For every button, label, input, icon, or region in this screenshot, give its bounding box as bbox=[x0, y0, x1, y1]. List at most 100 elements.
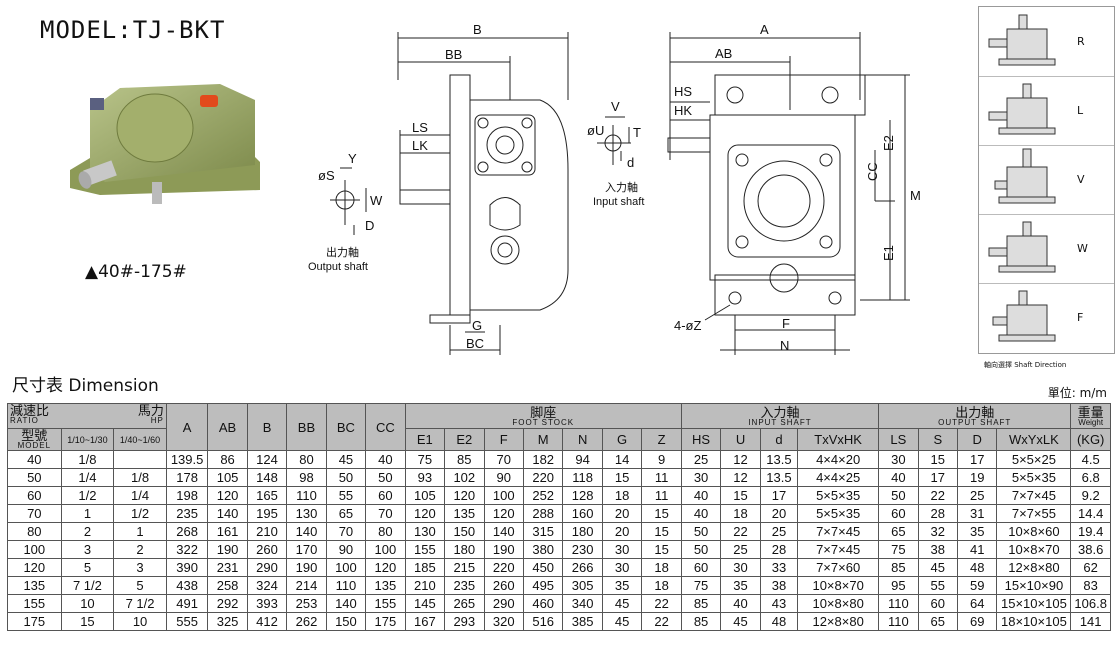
table-cell: 15 bbox=[601, 468, 643, 487]
table-cell: 320 bbox=[483, 612, 524, 631]
table-cell: 120 bbox=[404, 504, 446, 523]
table-cell: 50 bbox=[680, 522, 722, 541]
table-cell: 45 bbox=[720, 612, 761, 631]
table-cell: 10×8×70 bbox=[996, 540, 1072, 559]
table-cell: 15 bbox=[60, 612, 115, 631]
table-cell: 155 bbox=[404, 540, 446, 559]
table-cell: 214 bbox=[286, 576, 327, 595]
gearbox-icon bbox=[988, 83, 1056, 135]
table-cell: 555 bbox=[165, 612, 209, 631]
table-cell: 55 bbox=[917, 576, 959, 595]
table-cell: 33 bbox=[759, 558, 799, 577]
table-cell: 195 bbox=[246, 504, 288, 523]
table-cell: 2 bbox=[60, 522, 115, 541]
table-cell: 1/4 bbox=[60, 468, 115, 487]
table-cell: 100 bbox=[7, 540, 62, 559]
table-cell: 40 bbox=[365, 450, 406, 469]
table-cell: 40 bbox=[878, 468, 919, 487]
table-cell: 190 bbox=[483, 540, 524, 559]
table-cell: 161 bbox=[207, 522, 248, 541]
table-cell: 495 bbox=[522, 576, 564, 595]
table-cell: 141 bbox=[1070, 612, 1111, 631]
input-shaft-en: Input shaft bbox=[593, 196, 644, 208]
table-cell: 75 bbox=[680, 576, 722, 595]
table-cell: 64 bbox=[957, 594, 998, 613]
table-cell: 450 bbox=[522, 558, 564, 577]
table-cell: 15×10×105 bbox=[996, 594, 1072, 613]
table-cell: 45 bbox=[325, 450, 367, 469]
table-cell: 118 bbox=[562, 468, 603, 487]
dim-BC: BC bbox=[466, 336, 484, 351]
table-cell: 22 bbox=[917, 486, 959, 505]
hp-cn: 馬力 bbox=[137, 403, 164, 418]
table-cell: 220 bbox=[522, 468, 564, 487]
sub-HS: HS bbox=[680, 428, 722, 451]
table-cell: 262 bbox=[286, 612, 327, 631]
table-cell: 70 bbox=[325, 522, 367, 541]
output-shaft-en: Output shaft bbox=[308, 261, 368, 273]
dim-F: F bbox=[782, 316, 790, 331]
table-cell: 148 bbox=[246, 468, 288, 487]
gearbox-icon bbox=[992, 290, 1056, 342]
table-cell: 35 bbox=[720, 576, 761, 595]
gearbox-icon bbox=[988, 14, 1056, 66]
table-cell: 25 bbox=[680, 450, 722, 469]
dim-HS: HS bbox=[674, 84, 692, 99]
table-cell: 9 bbox=[641, 450, 682, 469]
direction-label: L bbox=[1077, 104, 1084, 117]
table-cell: 140 bbox=[483, 522, 524, 541]
table-cell: 7 1/2 bbox=[113, 594, 167, 613]
table-cell: 9.2 bbox=[1070, 486, 1111, 505]
table-cell: 69 bbox=[957, 612, 998, 631]
table-cell: 22 bbox=[641, 612, 682, 631]
table-cell: 167 bbox=[404, 612, 446, 631]
table-cell: 105 bbox=[207, 468, 248, 487]
table-cell: 178 bbox=[165, 468, 209, 487]
table-cell: 5×5×25 bbox=[996, 450, 1072, 469]
table-cell: 100 bbox=[365, 540, 406, 559]
sub-E2: E2 bbox=[444, 428, 485, 451]
table-cell: 10×8×80 bbox=[797, 594, 880, 613]
output-shaft-cn: 出力軸 bbox=[326, 245, 359, 259]
table-cell: 324 bbox=[246, 576, 288, 595]
table-cell: 4.5 bbox=[1070, 450, 1111, 469]
table-cell: 110 bbox=[878, 594, 919, 613]
table-cell: 290 bbox=[483, 594, 524, 613]
dim-CC: CC bbox=[865, 162, 880, 181]
dim-Y: Y bbox=[348, 151, 357, 166]
table-cell: 18 bbox=[641, 558, 682, 577]
ratio2-header: 1/40~1/60 bbox=[113, 428, 167, 451]
table-cell: 135 bbox=[444, 504, 485, 523]
table-cell: 128 bbox=[562, 486, 603, 505]
table-cell: 135 bbox=[7, 576, 62, 595]
table-cell: 65 bbox=[325, 504, 367, 523]
dim-U: øU bbox=[587, 123, 604, 138]
table-cell: 75 bbox=[878, 540, 919, 559]
col-AB: AB bbox=[207, 403, 248, 451]
sub-LS: LS bbox=[878, 428, 919, 451]
table-cell: 1/4 bbox=[113, 486, 167, 505]
table-cell: 40 bbox=[680, 486, 722, 505]
table-cell: 85 bbox=[680, 594, 722, 613]
table-cell: 10 bbox=[60, 594, 115, 613]
table-cell: 1/8 bbox=[60, 450, 115, 469]
table-cell: 30 bbox=[720, 558, 761, 577]
sub-M: M bbox=[522, 428, 564, 451]
direction-label: F bbox=[1077, 311, 1084, 324]
col-A: A bbox=[165, 403, 209, 451]
table-cell: 19 bbox=[957, 468, 998, 487]
table-cell: 10×8×70 bbox=[797, 576, 880, 595]
ratio-cn: 減速比 bbox=[10, 403, 50, 418]
side-view-drawing: B BB LS LK G BC øS Y W D 出力軸 Output shaf… bbox=[308, 22, 569, 355]
table-cell: 180 bbox=[444, 540, 485, 559]
table-cell: 85 bbox=[680, 612, 722, 631]
table-cell: 40 bbox=[720, 594, 761, 613]
table-cell: 45 bbox=[601, 612, 643, 631]
table-cell: 102 bbox=[444, 468, 485, 487]
